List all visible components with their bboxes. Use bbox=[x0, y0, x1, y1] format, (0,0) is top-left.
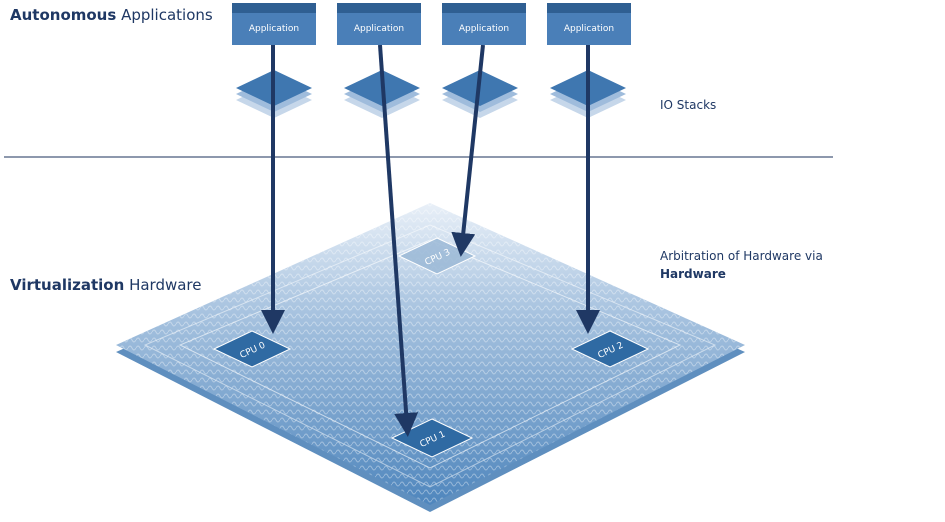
arbitration-label: Arbitration of Hardware via Hardware bbox=[660, 247, 823, 283]
arbitration-line2: Hardware bbox=[660, 267, 726, 281]
cpu-tile-0: CPU 0 bbox=[212, 330, 292, 368]
virtualization-hardware-heading: Virtualization Hardware bbox=[10, 276, 202, 294]
io-stack-3 bbox=[442, 70, 518, 118]
arrow-app2-cpu1 bbox=[378, 44, 419, 437]
cpu-tile-2: CPU 2 bbox=[570, 330, 650, 368]
arbitration-line1: Arbitration of Hardware via bbox=[660, 249, 823, 263]
application-box-3: Application bbox=[442, 3, 526, 45]
application-box-4: Application bbox=[547, 3, 631, 45]
application-box-2: Application bbox=[337, 3, 421, 45]
io-stacks-label: IO Stacks bbox=[660, 98, 717, 112]
arrow-app3-cpu3 bbox=[451, 44, 485, 257]
autonomous-applications-heading: Autonomous Applications bbox=[10, 6, 213, 24]
application-box-1: Application bbox=[232, 3, 316, 45]
